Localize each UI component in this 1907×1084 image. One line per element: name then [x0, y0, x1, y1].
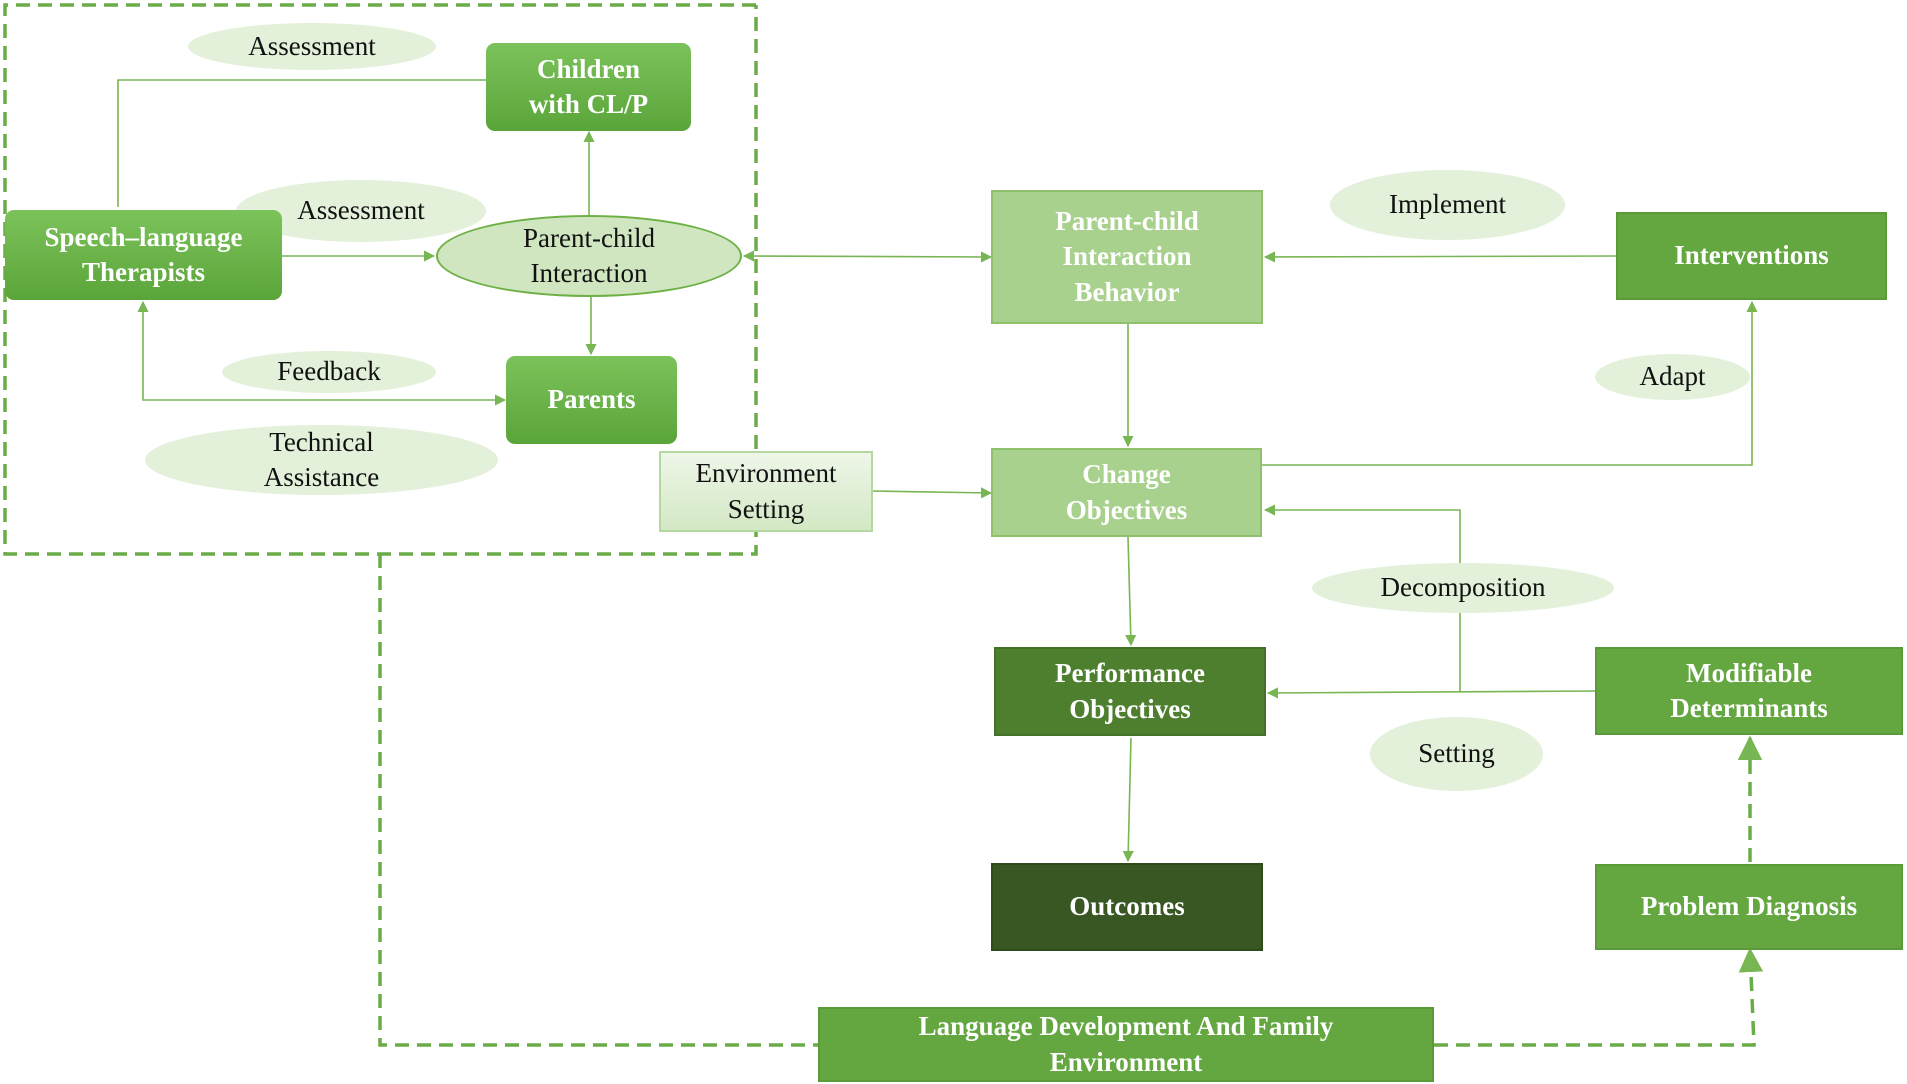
edge-label-implement: Implement — [1330, 170, 1565, 240]
node-change-objectives: Change Objectives — [991, 448, 1262, 537]
arrow-performance-to-outcomes — [1122, 737, 1134, 863]
node-environment-setting: Environment Setting — [659, 451, 873, 532]
arrow-feedback-loop — [137, 300, 507, 406]
arrow-determinants-to-performance — [1266, 687, 1596, 699]
arrow-environment-to-change — [872, 487, 993, 499]
node-parents: Parents — [506, 356, 677, 444]
edge-label-technical-assistance: Technical Assistance — [145, 425, 498, 495]
node-modifiable-determinants: Modifiable Determinants — [1595, 647, 1903, 735]
edge-label-feedback: Feedback — [222, 351, 436, 393]
node-language-development-family-environment: Language Development And Family Environm… — [818, 1007, 1434, 1082]
edge-label-decomposition: Decomposition — [1312, 563, 1614, 613]
node-problem-diagnosis: Problem Diagnosis — [1595, 864, 1903, 950]
dashed-feedback-path-right — [1434, 947, 1764, 1047]
dashed-feedback-path-left — [378, 554, 818, 1047]
arrow-change-adapt-interventions — [1262, 300, 1758, 466]
node-children-with-clp: Children with CL/P — [486, 43, 691, 131]
arrow-interventions-to-behavior — [1263, 251, 1617, 263]
node-interventions: Interventions — [1616, 212, 1887, 300]
arrow-slt-assessment-children — [117, 79, 488, 207]
arrow-interaction-behavior-link — [742, 250, 993, 263]
arrow-change-to-performance — [1125, 536, 1137, 647]
node-parent-child-interaction-behavior: Parent-child Interaction Behavior — [991, 190, 1263, 324]
edge-label-assessment-top: Assessment — [188, 23, 436, 70]
edge-label-adapt: Adapt — [1595, 354, 1750, 400]
edge-label-setting: Setting — [1370, 717, 1543, 791]
node-performance-objectives: Performance Objectives — [994, 647, 1266, 736]
node-outcomes: Outcomes — [991, 863, 1263, 951]
arrow-decomposition-to-change — [1263, 504, 1461, 692]
dashed-region-border — [3, 3, 758, 556]
node-speech-language-therapists: Speech–language Therapists — [5, 210, 282, 300]
node-parent-child-interaction: Parent-child Interaction — [436, 215, 742, 297]
